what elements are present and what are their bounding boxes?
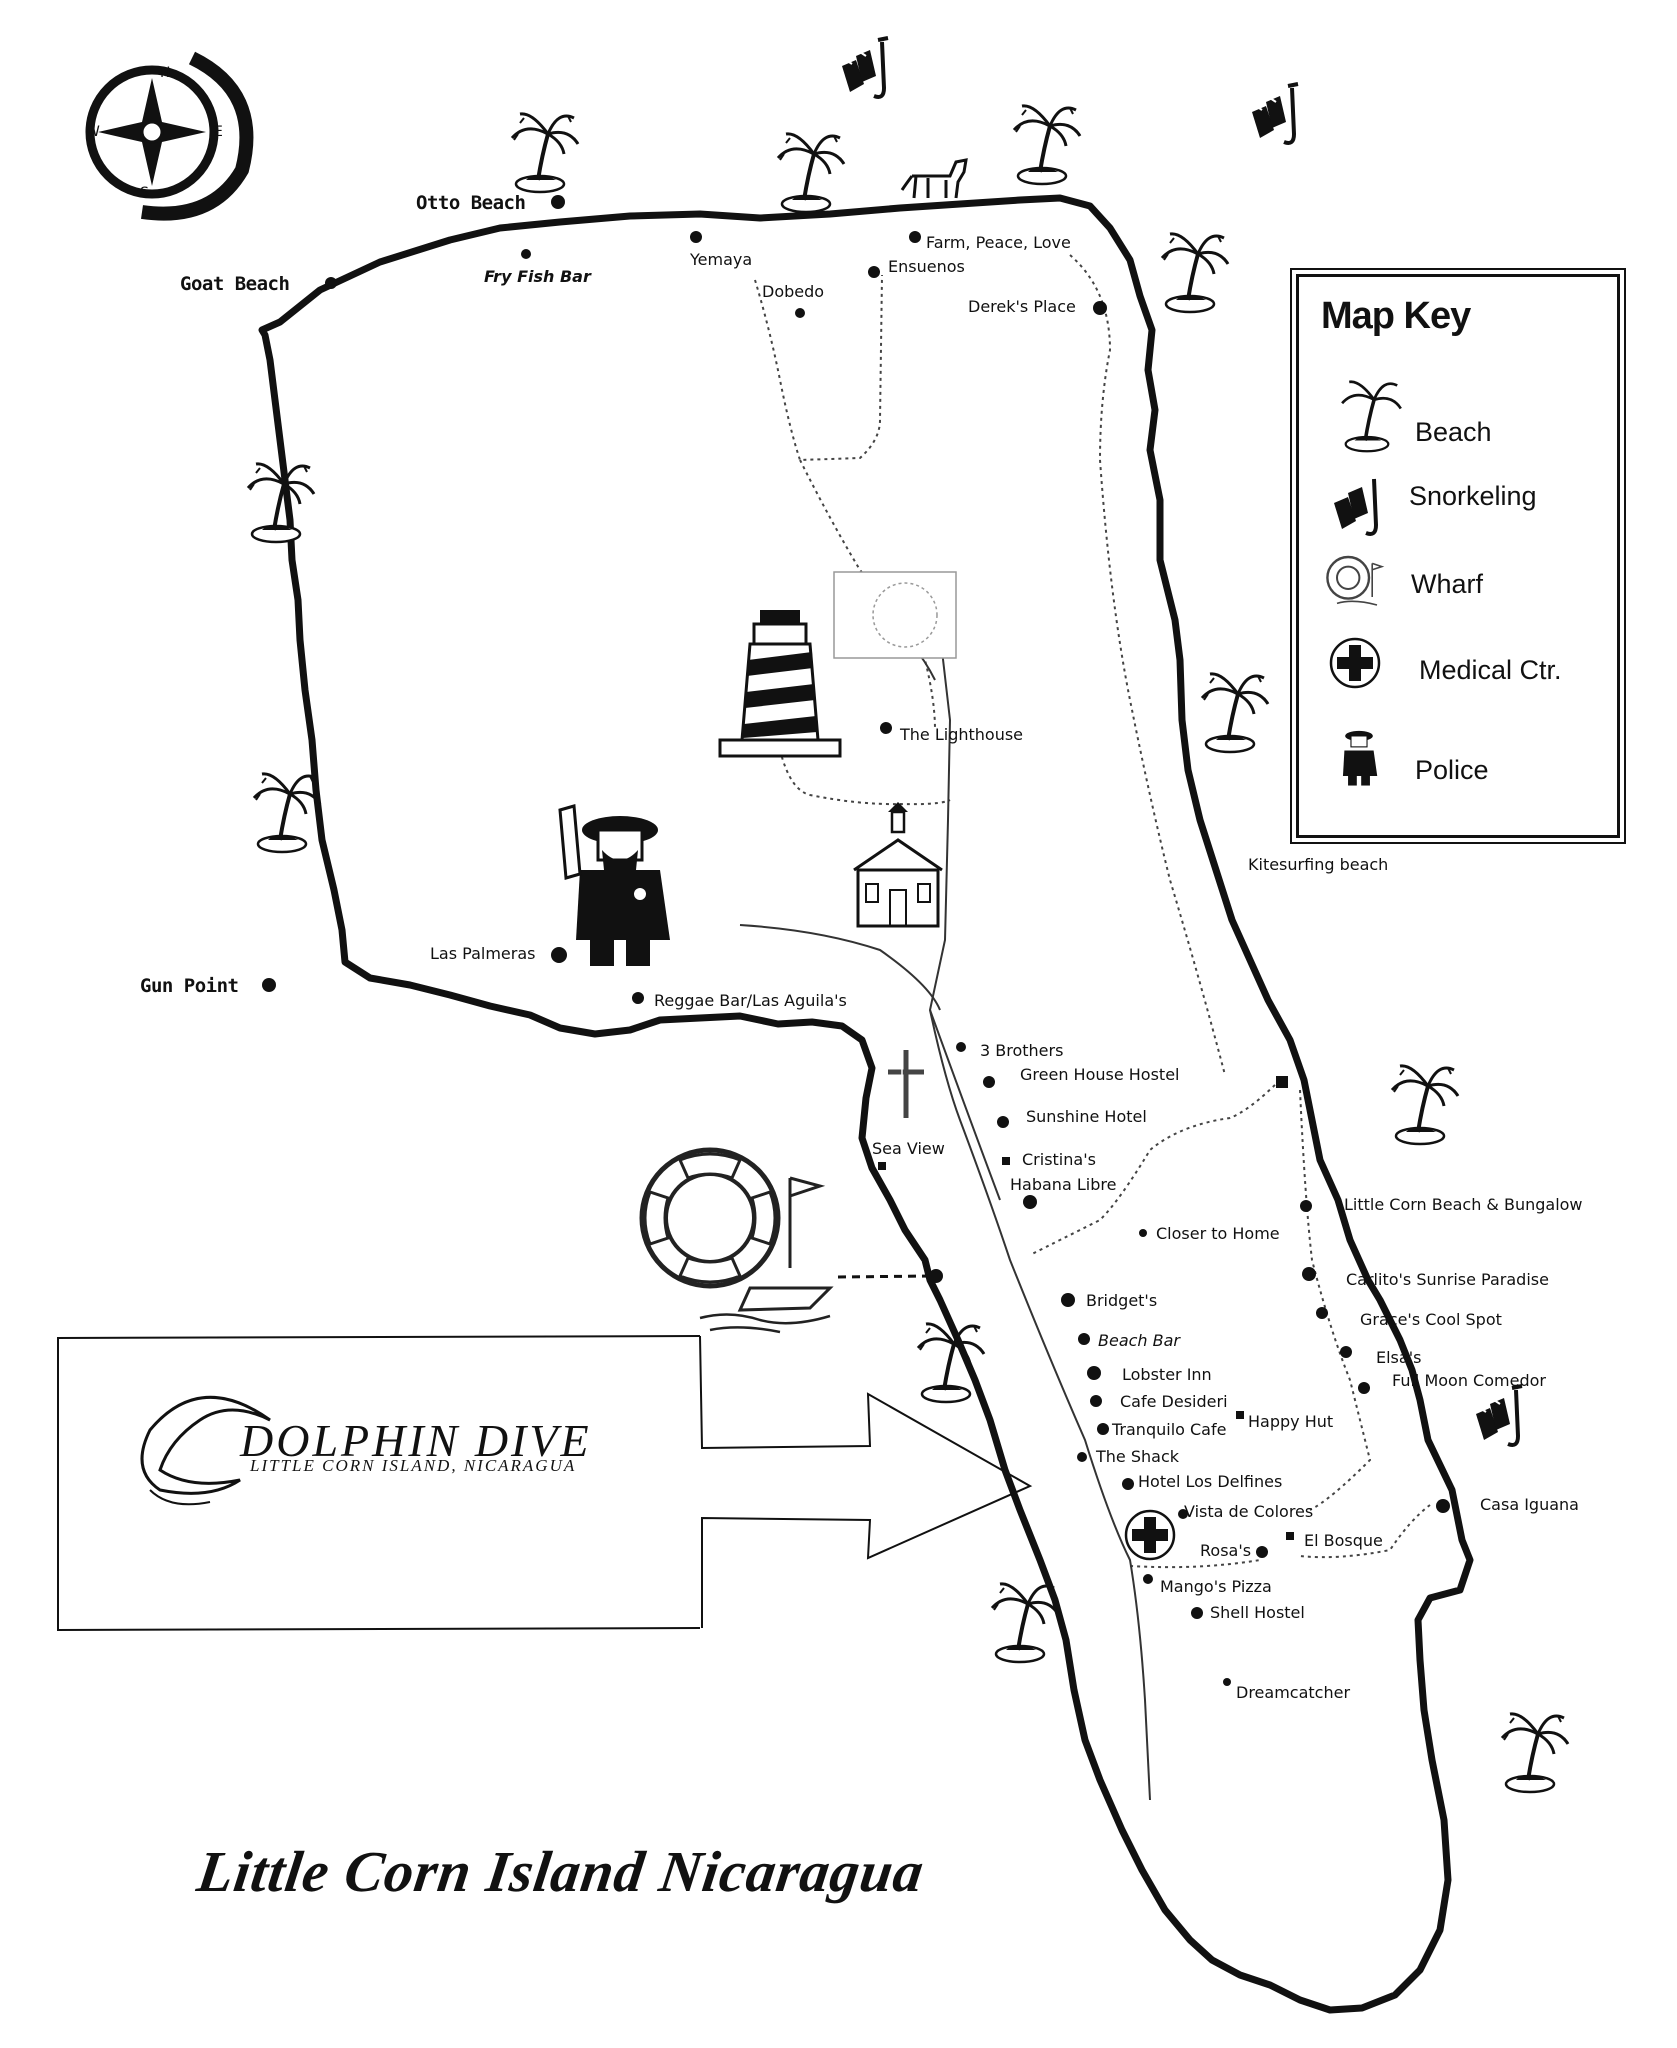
banner-name: DOLPHIN DIVE	[240, 1415, 592, 1466]
trail-closer	[1029, 1079, 1281, 1256]
trail-sunrise	[1299, 1089, 1372, 1511]
label-reggae-bar: Reggae Bar/Las Aguila's	[654, 991, 847, 1010]
label-las-palmeras: Las Palmeras	[430, 944, 536, 963]
main-road	[928, 589, 1151, 1801]
label-kitesurfing-beach: Kitesurfing beach	[1248, 855, 1389, 874]
snorkel-fins-icon	[1334, 478, 1379, 536]
label-green-house-hostel: Green House Hostel	[1020, 1065, 1180, 1084]
label-casa-iguana: Casa Iguana	[1480, 1495, 1579, 1514]
label-cafe-desideri: Cafe Desideri	[1120, 1392, 1228, 1411]
label-sea-view: Sea View	[872, 1139, 945, 1158]
palm-tree-icon	[510, 111, 580, 194]
label-hotel-los-delfines: Hotel Los Delfines	[1138, 1472, 1283, 1491]
medical-cross-icon	[1329, 637, 1381, 689]
palm-tree-icon	[1341, 380, 1402, 453]
palm-tree-icon	[1012, 103, 1082, 186]
key-label-wharf: Wharf	[1411, 569, 1484, 599]
label-cristinas: Cristina's	[1022, 1150, 1096, 1169]
key-label-police: Police	[1415, 755, 1489, 785]
key-label-medical: Medical Ctr.	[1419, 655, 1562, 685]
dolphin-logo	[140, 1395, 271, 1506]
church-cross-icon	[888, 1050, 924, 1118]
map-key-title: Map Key	[1321, 295, 1471, 337]
palm-tree-icon	[1500, 1711, 1570, 1794]
label-goat-beach: Goat Beach	[180, 273, 290, 295]
life-ring-icon	[639, 1147, 834, 1334]
label-dreamcatcher: Dreamcatcher	[1236, 1683, 1351, 1702]
label-fry-fish-bar: Fry Fish Bar	[484, 267, 591, 286]
label-mangos-pizza: Mango's Pizza	[1160, 1577, 1272, 1596]
palm-tree-icon	[1390, 1063, 1460, 1146]
lighthouse-icon	[718, 610, 842, 758]
trail-dobedo	[754, 274, 883, 462]
label-dereks-place: Derek's Place	[968, 297, 1076, 316]
horse-icon	[900, 158, 968, 199]
palm-tree-icon	[1160, 231, 1230, 314]
label-happy-hut: Happy Hut	[1248, 1412, 1334, 1431]
map-key: Map Key Beach Snorkeling Wharf Medical C…	[1290, 268, 1626, 844]
label-otto-beach: Otto Beach	[416, 192, 526, 214]
palm-tree-icon	[252, 771, 322, 854]
label-the-shack: The Shack	[1096, 1447, 1180, 1466]
snorkel-fins-icon	[1250, 82, 1300, 145]
compass-s-label: S	[140, 185, 149, 201]
label-lobster-inn: Lobster Inn	[1122, 1365, 1212, 1384]
compass-rose	[85, 51, 254, 221]
dolphin-dive-banner	[57, 1335, 1033, 1632]
label-vista-de-colores: Vista de Colores	[1184, 1502, 1314, 1521]
label-carlitos: Carlito's Sunrise Paradise	[1346, 1270, 1549, 1289]
police-officer-icon	[1342, 730, 1378, 786]
snorkel-fins-icon	[1474, 1384, 1524, 1447]
label-closer-to-home: Closer to Home	[1156, 1224, 1280, 1243]
label-elsas: Elsa's	[1376, 1348, 1422, 1367]
compass-n-label: N	[160, 65, 171, 81]
banner-subtitle: LITTLE CORN ISLAND, NICARAGUA	[250, 1456, 577, 1475]
wharf-dash	[837, 1274, 933, 1279]
map-title: Little Corn Island Nicaragua	[193, 1839, 929, 1904]
label-little-corn-beach: Little Corn Beach & Bungalow	[1344, 1195, 1583, 1214]
key-label-snorkeling: Snorkeling	[1409, 481, 1537, 511]
life-ring-icon	[1326, 555, 1385, 606]
label-tranquilo-cafe: Tranquilo Cafe	[1112, 1420, 1227, 1439]
label-shell-hostel: Shell Hostel	[1210, 1603, 1305, 1622]
label-farm-peace-love: Farm, Peace, Love	[926, 233, 1071, 252]
label-sunshine-hotel: Sunshine Hotel	[1026, 1107, 1147, 1126]
label-bridgets: Bridget's	[1086, 1291, 1158, 1310]
label-the-lighthouse: The Lighthouse	[900, 725, 1024, 744]
label-rosas: Rosa's	[1200, 1541, 1252, 1560]
road-school	[929, 1009, 1001, 1201]
label-ensuenos: Ensuenos	[888, 257, 965, 276]
label-beach-bar: Beach Bar	[1098, 1331, 1181, 1350]
trail-east	[1069, 254, 1226, 1076]
road-west	[739, 924, 941, 1011]
snorkel-fins-icon	[840, 36, 890, 99]
label-full-moon: Full Moon Comedor	[1392, 1371, 1546, 1390]
trail-casa	[1299, 1504, 1431, 1559]
label-dobedo: Dobedo	[762, 282, 825, 301]
label-yemaya: Yemaya	[690, 250, 753, 269]
label-habana-libre: Habana Libre	[1010, 1175, 1117, 1194]
label-gun-point: Gun Point	[140, 975, 239, 997]
trail-rosas	[1129, 1559, 1261, 1569]
label-graces: Grace's Cool Spot	[1360, 1310, 1502, 1329]
school-icon	[853, 802, 943, 928]
medical-cross-icon	[1124, 1509, 1176, 1561]
compass-w-label: W	[86, 124, 100, 140]
label-3-brothers: 3 Brothers	[980, 1041, 1064, 1060]
key-label-beach: Beach	[1415, 417, 1492, 447]
location-markers	[262, 195, 1450, 1686]
palm-tree-icon	[990, 1581, 1060, 1664]
compass-e-label: E	[214, 124, 223, 140]
police-officer-icon	[558, 804, 670, 966]
trail-lighthouse	[779, 749, 951, 806]
island-outline	[258, 194, 1474, 2014]
palm-tree-icon	[776, 131, 846, 214]
palm-tree-icon	[1200, 671, 1270, 754]
ball-field	[833, 571, 957, 659]
label-el-bosque: El Bosque	[1304, 1531, 1383, 1550]
